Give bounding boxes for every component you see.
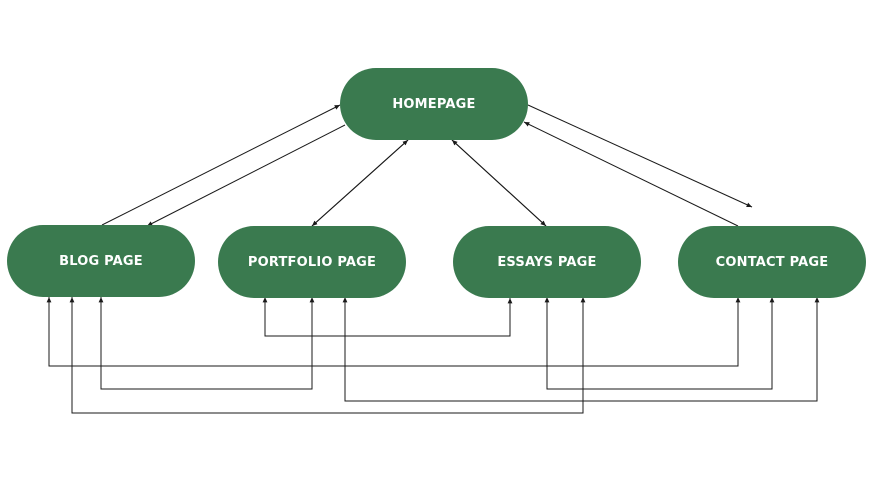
arrow-portfolio-to-essays xyxy=(264,297,513,337)
arrow-contact-to-home xyxy=(523,121,739,227)
homepage-node[interactable]: HOMEPAGE xyxy=(340,68,528,140)
arrow-blog-to-essays xyxy=(71,297,586,414)
essays-page-label: ESSAYS PAGE xyxy=(497,254,597,270)
essays-page-node[interactable]: ESSAYS PAGE xyxy=(453,226,641,298)
portfolio-page-node[interactable]: PORTFOLIO PAGE xyxy=(218,226,406,298)
homepage-label: HOMEPAGE xyxy=(392,96,476,112)
connector-lines xyxy=(46,104,820,414)
arrow-contact-to-portfolio xyxy=(342,297,818,402)
arrow-home-to-contact xyxy=(527,104,753,208)
blog-page-node[interactable]: BLOG PAGE xyxy=(7,225,195,297)
arrow-home-to-portfolio xyxy=(311,139,409,227)
arrow-essays-to-blog xyxy=(69,297,584,414)
arrow-portfolio-to-blog xyxy=(98,297,313,390)
contact-page-label: CONTACT PAGE xyxy=(715,254,829,270)
arrow-blog-to-home xyxy=(101,104,341,226)
portfolio-page-label: PORTFOLIO PAGE xyxy=(247,254,377,270)
arrow-essays-to-portfolio xyxy=(262,297,511,337)
arrow-home-to-essays xyxy=(451,139,547,227)
arrow-contact-to-blog xyxy=(46,297,739,367)
arrow-portfolio-to-contact xyxy=(344,297,820,402)
arrow-home-to-blog xyxy=(146,124,346,227)
arrow-contact-to-essays xyxy=(544,297,773,390)
blog-page-label: BLOG PAGE xyxy=(59,253,143,269)
arrow-blog-to-contact xyxy=(48,297,741,367)
contact-page-node[interactable]: CONTACT PAGE xyxy=(678,226,866,298)
arrow-blog-to-portfolio xyxy=(100,297,315,390)
